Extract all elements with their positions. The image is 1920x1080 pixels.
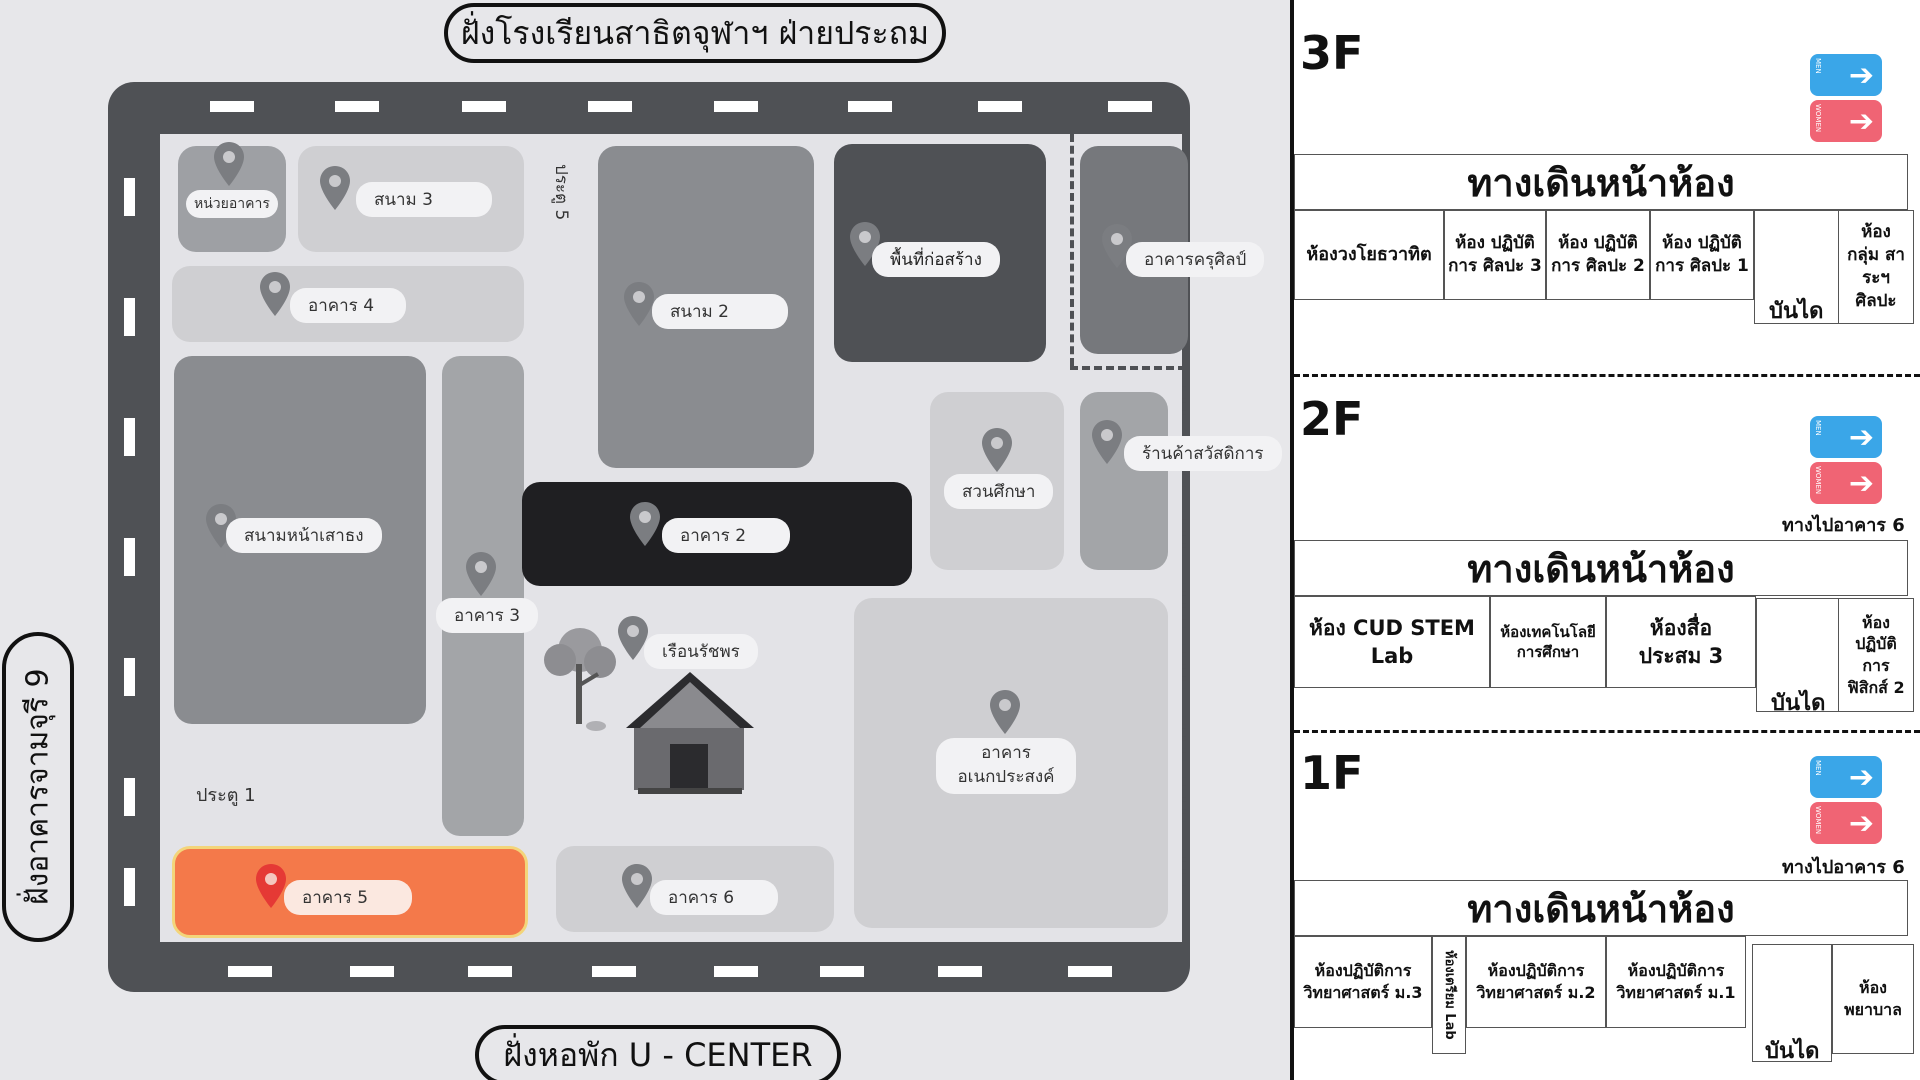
label-gate-5: ประตู 5 — [551, 164, 571, 221]
floor-2-to-building-6: ทางไปอาคาร 6 — [1782, 515, 1905, 536]
label-multipurpose-line-2: อเนกประสงค์ — [957, 766, 1055, 787]
label-education-garden: สวนศึกษา — [944, 474, 1054, 509]
map-pin-icon — [624, 282, 654, 326]
label-unit: หน่วยอาคาร — [186, 190, 278, 218]
floor-plans: 3F MEN➔ WOMEN➔ ทางเดินหน้าห้อง ห้องวงโยธ… — [1294, 0, 1920, 1080]
label-construction-area: พื้นที่ก่อสร้าง — [872, 242, 1000, 277]
map-pin-icon — [990, 690, 1020, 734]
floor-2-corridor: ทางเดินหน้าห้อง — [1294, 540, 1908, 596]
label-art-teacher-building: อาคารครุศิลป์ — [1126, 242, 1265, 277]
map-pin-icon — [320, 166, 350, 210]
map-pin-icon — [260, 272, 290, 316]
floor-2-room: ห้องสื่อ ประสม 3 — [1606, 596, 1756, 688]
floor-3-stairs-label: บันได — [1769, 299, 1824, 324]
floor-2-stairs-icon: บันได — [1756, 598, 1840, 716]
floor-3-title: 3F — [1300, 26, 1364, 80]
map-pin-icon — [630, 502, 660, 546]
floor-1-stairs-label: บันได — [1765, 1039, 1820, 1064]
men-restroom-icon: MEN➔ — [1810, 756, 1882, 798]
label-building-2: อาคาร 2 — [662, 518, 790, 553]
floor-3-stairs-icon: บันได — [1754, 210, 1840, 324]
floor-3-corridor: ทางเดินหน้าห้อง — [1294, 154, 1908, 210]
floor-1-room: ห้องเตรียม Lab — [1432, 936, 1466, 1054]
welfare-shop — [1080, 392, 1168, 570]
label-building-6: อาคาร 6 — [650, 880, 778, 915]
floor-3-room: ห้อง ปฏิบัติการ ศิลปะ 2 — [1546, 210, 1650, 300]
campus-map: ฝั่งโรงเรียนสาธิตจุฬาฯ ฝ่ายประถม ฝั่งหอพ… — [0, 0, 1290, 1080]
label-welfare-shop: ร้านค้าสวัสดิการ — [1124, 436, 1282, 471]
floor-2-stairs-label: บันได — [1771, 691, 1826, 716]
floor-2-room: ห้อง CUD STEM Lab — [1294, 596, 1490, 688]
women-restroom-icon: WOMEN➔ — [1810, 802, 1882, 844]
map-pin-icon — [1102, 224, 1132, 268]
tree-and-pavilion-illustration — [544, 628, 754, 794]
floor-3-room: ห้อง ปฏิบัติการ ศิลปะ 3 — [1444, 210, 1546, 300]
floor-1-room: ห้องปฏิบัติการ วิทยาศาสตร์ ม.3 — [1294, 936, 1432, 1028]
floor-separator — [1294, 374, 1920, 377]
map-pin-icon — [214, 142, 244, 186]
floor-2-title: 2F — [1300, 392, 1364, 446]
map-pin-icon — [1092, 420, 1122, 464]
label-building-5: อาคาร 5 — [284, 880, 412, 915]
floor-3-room: ห้อง กลุ่ม สาระฯ ศิลปะ — [1838, 210, 1914, 324]
label-multipurpose-line-1: อาคาร — [981, 743, 1031, 763]
women-restroom-icon: WOMEN➔ — [1810, 462, 1882, 504]
women-restroom-icon: WOMEN➔ — [1810, 100, 1882, 142]
floor-1-to-building-6: ทางไปอาคาร 6 — [1782, 857, 1905, 878]
floor-1-room: ห้องปฏิบัติการ วิทยาศาสตร์ ม.2 — [1466, 936, 1606, 1028]
label-field-3: สนาม 3 — [356, 182, 492, 217]
floor-1-room: ห้อง พยาบาล — [1832, 944, 1914, 1054]
map-pin-icon — [466, 552, 496, 596]
west-side-label: ฝั่งอาคารจามจุรี 9 — [2, 632, 74, 942]
label-multipurpose-building: อาคาร อเนกประสงค์ — [936, 738, 1076, 794]
label-building-3: อาคาร 3 — [436, 598, 539, 633]
building-3 — [442, 356, 524, 836]
north-side-label: ฝั่งโรงเรียนสาธิตจุฬาฯ ฝ่ายประถม — [444, 3, 946, 63]
floor-1-title: 1F — [1300, 746, 1364, 800]
floor-1-stairs-icon: บันได — [1752, 944, 1832, 1064]
floor-1-corridor: ทางเดินหน้าห้อง — [1294, 880, 1908, 936]
label-field-2: สนาม 2 — [652, 294, 788, 329]
south-side-label: ฝั่งหอพัก U - CENTER — [475, 1025, 841, 1080]
label-gate-1: ประตู 1 — [196, 785, 256, 806]
floor-separator — [1294, 730, 1920, 733]
label-building-4: อาคาร 4 — [290, 288, 406, 323]
floor-3-room: ห้องวงโยธวาทิต — [1294, 210, 1444, 300]
map-pin-icon — [622, 864, 652, 908]
map-pin-icon — [256, 864, 286, 908]
map-pin-icon — [982, 428, 1012, 472]
floor-1-room: ห้องปฏิบัติการ วิทยาศาสตร์ ม.1 — [1606, 936, 1746, 1028]
panel-divider — [1290, 0, 1294, 1080]
floor-2-room: ห้อง ปฏิบัติ การ ฟิสิกส์ 2 — [1838, 598, 1914, 712]
map-pin-icon — [618, 616, 648, 660]
men-restroom-icon: MEN➔ — [1810, 54, 1882, 96]
floor-2-room: ห้องเทคโนโลยี การศึกษา — [1490, 596, 1606, 688]
label-ruen-ratchaphon: เรือนรัชพร — [644, 634, 758, 669]
label-flag-field: สนามหน้าเสาธง — [226, 518, 382, 553]
floor-3-room: ห้อง ปฏิบัติการ ศิลปะ 1 — [1650, 210, 1754, 300]
men-restroom-icon: MEN➔ — [1810, 416, 1882, 458]
